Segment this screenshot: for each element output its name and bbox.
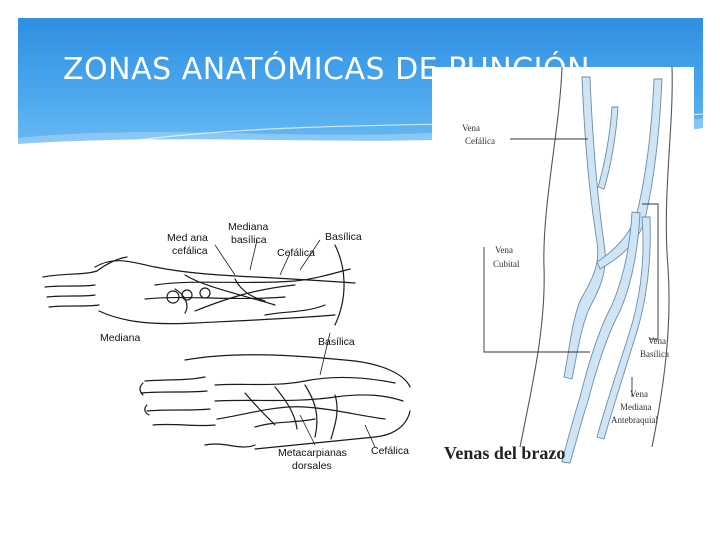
label-vena-mediana-3: Antebraquial [611,415,658,425]
label-cefalica-top: Cefálica [277,247,315,259]
hand-veins-diagram: Med ana cefálica Mediana basílica Cefáli… [35,215,425,475]
label-vena-cubital-2: Cubital [493,259,520,269]
label-metacarpianas-2: dorsales [292,460,332,472]
label-cefalica-bottom: Cefálica [371,445,409,457]
arm-veins-diagram: Vena Cefálica Vena Cubital Vena Basílica… [432,66,694,472]
label-mediana-cefalica-2: cefálica [172,245,208,257]
label-vena-cefalica-2: Cefálica [465,136,495,146]
label-vena-cubital-1: Vena [495,245,513,255]
arm-veins-drawing [483,66,673,464]
label-metacarpianas-1: Metacarpianas [278,447,347,459]
label-vena-basilica-2: Basílica [640,349,669,359]
label-basilica-top: Basílica [325,231,362,243]
label-mediana: Mediana [100,332,141,344]
label-vena-mediana-1: Vena [630,389,648,399]
label-vena-basilica-1: Vena [648,336,666,346]
arm-diagram-caption: Venas del brazo [444,443,566,463]
label-vena-mediana-2: Mediana [620,402,652,412]
label-basilica-bottom: Basílica [318,336,355,348]
hand-veins-drawing [42,239,411,450]
label-mediana-cefalica-1: Med ana [167,232,208,244]
label-mediana-basilica-2: basílica [231,234,267,246]
label-vena-cefalica-1: Vena [462,123,480,133]
label-mediana-basilica-1: Mediana [228,221,269,233]
